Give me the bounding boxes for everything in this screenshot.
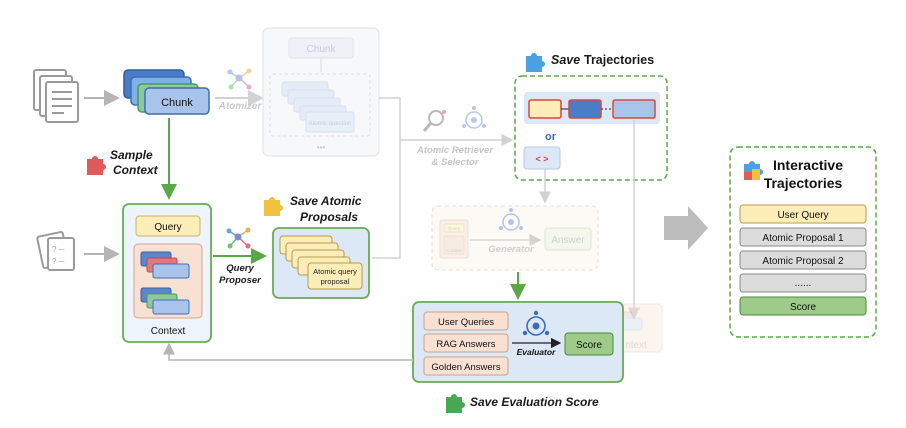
evaluator-label: Evaluator xyxy=(517,347,556,357)
generator-network-icon xyxy=(499,208,523,231)
query-proposer-line2: Proposer xyxy=(219,275,262,286)
question-docs-icon: ? ─ ? ─ xyxy=(36,231,75,271)
generator-panel: Query Context Generator Answer xyxy=(431,205,599,271)
puzzle-green-icon xyxy=(446,394,465,413)
trajectories-box: or < > xyxy=(514,75,668,181)
save-trajectories-save: Save xyxy=(551,53,580,67)
atomic-proposal-line2: proposal xyxy=(321,277,350,286)
atomic-proposals-box: Atomic query proposal xyxy=(272,227,370,299)
chunk-stack: Chunk xyxy=(123,69,210,115)
atomic-proposal-line1: Atomic query xyxy=(313,267,357,276)
generator-answer-label: Answer xyxy=(551,235,585,246)
query-proposer-line1: Query xyxy=(226,263,254,274)
interactive-line2: Trajectories xyxy=(764,175,843,191)
puzzle-red-icon xyxy=(87,156,106,175)
gen-context-mini: Context xyxy=(446,248,462,253)
interactive-item-proposal-1: Atomic Proposal 1 xyxy=(762,233,844,244)
network-icon xyxy=(462,106,486,129)
retriever-line1: Atomic Retriever xyxy=(416,145,494,156)
interactive-item-ellipsis: ...... xyxy=(795,278,812,289)
user-queries-label: User Queries xyxy=(438,317,494,328)
evaluation-box: User Queries RAG Answers Golden Answers … xyxy=(412,301,624,383)
atomizer-icon xyxy=(227,68,252,90)
score-label: Score xyxy=(576,340,603,351)
chunk-label: Chunk xyxy=(161,97,193,109)
generator-label: Generator xyxy=(488,244,535,255)
atomizer-dots: ••• xyxy=(317,143,326,152)
ghost-context-label: ntext xyxy=(625,340,647,351)
big-right-arrow xyxy=(664,206,708,250)
documents-icon xyxy=(33,69,79,123)
atomizer-chunk-label: Chunk xyxy=(307,44,337,55)
feedback-arrow xyxy=(163,342,413,361)
atomizer-label: Atomizer xyxy=(218,101,263,112)
evaluator-network-icon xyxy=(522,310,550,336)
atomizer-panel: Chunk Atomic question ••• xyxy=(262,27,380,157)
sample-context-line1: Sample xyxy=(110,148,153,162)
or-label: or xyxy=(545,131,557,143)
interactive-line1: Interactive xyxy=(773,157,843,173)
sample-context-line2: Context xyxy=(113,163,159,177)
interactive-trajectories-panel: Interactive Trajectories User Query Atom… xyxy=(729,146,877,338)
context-box: Query Context xyxy=(122,203,212,343)
gen-query-mini: Query xyxy=(448,226,461,231)
interactive-item-score: Score xyxy=(790,302,817,313)
save-eval-label: Save Evaluation Score xyxy=(470,395,599,409)
query-label: Query xyxy=(154,222,181,233)
interactive-item-proposal-2: Atomic Proposal 2 xyxy=(762,256,844,267)
query-proposer-icon xyxy=(226,227,251,249)
svg-text:? ─: ? ─ xyxy=(52,245,65,254)
rag-answers-label: RAG Answers xyxy=(436,339,495,350)
code-label: < > xyxy=(535,154,548,164)
context-label: Context xyxy=(151,326,186,337)
save-trajectories-rest: Trajectories xyxy=(584,53,654,67)
save-atomic-line1: Save Atomic xyxy=(290,194,362,208)
atomic-question-label: Atomic question xyxy=(309,121,352,127)
svg-text:? ─: ? ─ xyxy=(52,257,65,266)
retriever-line2: & Selector xyxy=(432,157,480,168)
golden-answers-label: Golden Answers xyxy=(431,362,500,373)
interactive-item-user-query: User Query xyxy=(777,210,828,221)
magnifier-icon xyxy=(422,110,446,132)
puzzle-blue-icon xyxy=(526,53,545,72)
puzzle-yellow-icon xyxy=(264,197,283,216)
save-atomic-line2: Proposals xyxy=(300,210,358,224)
connector-atomizer xyxy=(372,97,401,259)
puzzle-multicolor-icon xyxy=(744,161,763,180)
